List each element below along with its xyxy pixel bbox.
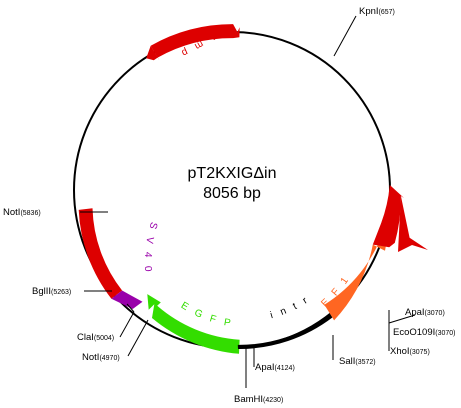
feature-tol2-arc [78,208,123,299]
leader-kpni [333,15,357,57]
feature-ef1-arc [372,185,404,248]
leader-clai [119,311,135,338]
feature-intron-arc [237,314,333,350]
feature-ef1p-arc [324,230,389,321]
leader-clai-tick [126,303,135,313]
feature-label-egfp: E G F P [179,300,235,329]
feature-egfp-arc [147,294,240,354]
leader-noti-4970 [127,319,149,357]
site-label-bamhi: BamHI(4230) [234,394,283,405]
site-label-apai-3070: ApaI(3070) [405,307,445,318]
feature-sv40pa-arc [111,290,143,309]
site-label-ecoo109i: EcoO109I(3070) [393,327,455,338]
feature-label-sv40pa: S V 4 0 p A [0,0,159,281]
site-label-bglii: BglII(5263) [32,286,71,297]
feature-ef1-arrow [398,196,428,252]
plasmid-size: 8056 bp [203,185,261,202]
site-label-kpni: KpnI(657) [359,6,395,17]
site-label-apai-4124: ApaI(4124) [255,362,295,373]
site-label-xhoi: XhoI(3075) [390,346,430,357]
feature-label-sv40pa-path: S V 4 0 p A [0,0,156,281]
site-label-sali: SalI(3572) [339,356,376,367]
feature-arcs [78,24,428,354]
feature-amp-arrow [146,45,160,61]
site-leader-lines [80,15,416,388]
feature-label-egfp-path: E G F P [179,300,232,329]
plasmid-name: pT2KXIGΔin [188,165,277,182]
site-label-clai: ClaI(5004) [77,332,114,343]
feature-amp-arc [150,24,240,58]
site-label-noti-4970: NotI(4970) [82,352,120,363]
leader-apai-3070 [388,314,416,324]
site-label-noti-5836: NotI(5836) [3,207,41,218]
